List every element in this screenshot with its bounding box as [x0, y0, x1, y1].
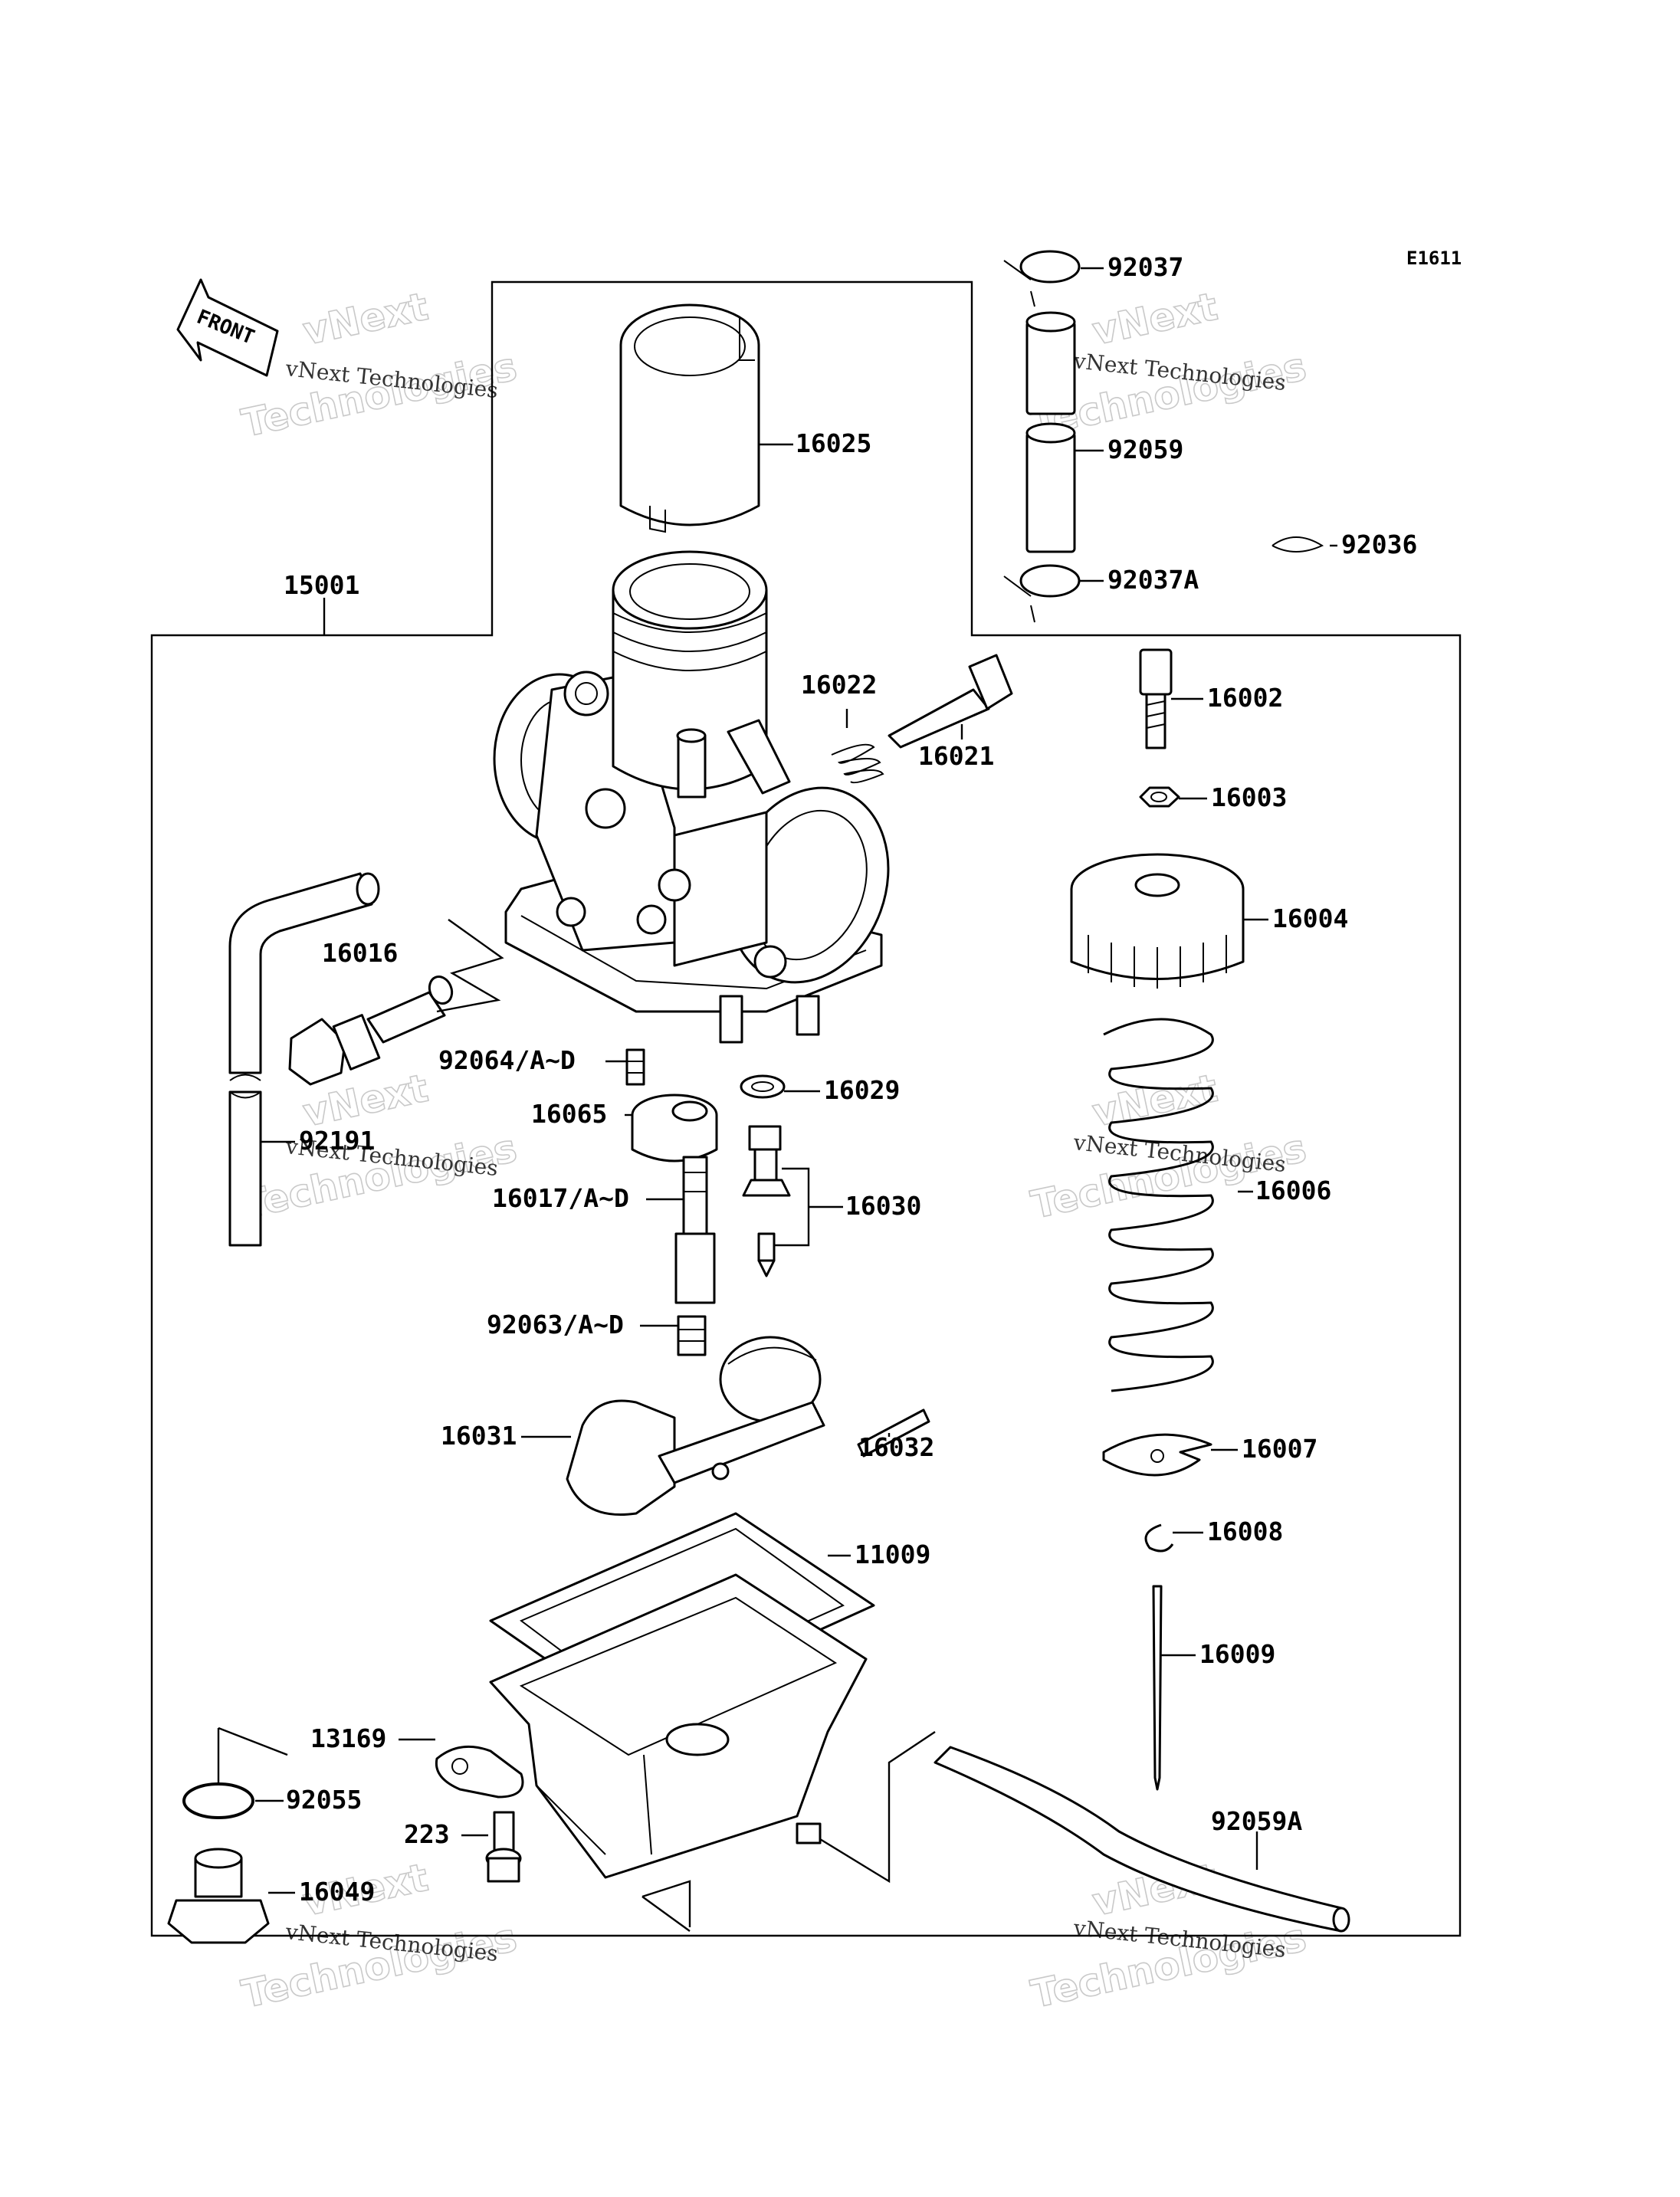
tube-92059: [1025, 311, 1076, 553]
label-223: 223: [404, 1819, 450, 1849]
assembly-outline: [150, 280, 1462, 1937]
part-labels: 92037 92059 92036 92037A 16025 15001 160…: [284, 252, 1417, 1907]
pilot-jet-92064: [625, 1048, 645, 1086]
label-16029: 16029: [824, 1075, 900, 1105]
diagram-code: E1611: [1406, 248, 1462, 269]
label-16002: 16002: [1207, 683, 1283, 713]
watermark-mid-left: vNext Technologies vNext Technologies: [238, 1065, 521, 1228]
clip-92037A: [1003, 564, 1081, 623]
overflow-tube-92059A: [934, 1746, 1350, 1933]
clip-92037: [1003, 250, 1081, 307]
label-16030: 16030: [845, 1191, 921, 1221]
label-16025: 16025: [796, 428, 871, 458]
label-16065: 16065: [531, 1099, 607, 1129]
label-92036: 92036: [1341, 530, 1417, 559]
spring-16022: [831, 743, 884, 784]
throttle-valve-16025: [619, 303, 760, 533]
cable-adjuster-16002: [1139, 648, 1173, 749]
label-92037A: 92037A: [1107, 565, 1199, 595]
float-16031: [566, 1336, 825, 1516]
label-15001: 15001: [284, 570, 359, 600]
label-92059: 92059: [1107, 434, 1183, 464]
watermark-text-large: vNext: [1088, 284, 1221, 354]
spring-16006: [1103, 1018, 1214, 1392]
label-16021: 16021: [918, 741, 994, 771]
label-92059A: 92059A: [1211, 1806, 1302, 1836]
pilot-screw-16016: [288, 976, 454, 1086]
label-11009: 11009: [855, 1540, 930, 1569]
watermark-top-left: vNext Technologies vNext Technologies: [238, 284, 521, 447]
clip-92036: [1271, 536, 1324, 553]
spring-seat-16007: [1102, 1433, 1212, 1477]
screw-223: [485, 1811, 522, 1883]
carburetor-body-15001: [493, 550, 890, 1044]
front-arrow: FRONT: [176, 278, 279, 377]
label-16022: 16022: [801, 670, 877, 700]
label-92064: 92064/A~D: [438, 1045, 576, 1075]
vent-tube-92191: [228, 872, 380, 1247]
plate-13169: [435, 1745, 524, 1799]
leader-lines: [217, 267, 1337, 1932]
drain-plug-16049: [167, 1848, 270, 1944]
label-92055: 92055: [286, 1785, 362, 1815]
label-16049: 16049: [299, 1877, 375, 1907]
jet-needle-16009: [1152, 1585, 1163, 1791]
label-16008: 16008: [1207, 1517, 1283, 1546]
main-jet-92063: [677, 1315, 707, 1356]
float-bowl: [489, 1573, 868, 1879]
label-16004: 16004: [1272, 903, 1348, 933]
watermark-text-large: vNext: [299, 284, 431, 354]
label-16016: 16016: [322, 938, 398, 968]
nut-16003: [1139, 786, 1180, 808]
clip-16008: [1144, 1523, 1174, 1553]
watermark-text-large: vNext: [1088, 1066, 1221, 1136]
adjust-screw-16021: [888, 654, 1013, 749]
float-valve-16030: [742, 1125, 791, 1277]
top-cap-16004: [1070, 853, 1245, 989]
needle-jet-16017: [674, 1156, 716, 1304]
label-92191: 92191: [299, 1126, 375, 1156]
label-13169: 13169: [310, 1723, 386, 1753]
label-92063: 92063/A~D: [487, 1310, 624, 1340]
label-16006: 16006: [1255, 1176, 1331, 1205]
label-16009: 16009: [1199, 1639, 1275, 1669]
float-pin-16032: [857, 1408, 930, 1458]
needle-jet-holder-16065: [631, 1094, 718, 1162]
label-92037: 92037: [1107, 252, 1183, 282]
label-16017: 16017/A~D: [492, 1183, 629, 1213]
label-16007: 16007: [1242, 1434, 1317, 1464]
label-16003: 16003: [1211, 782, 1287, 812]
washer-16029: [740, 1074, 786, 1099]
label-16032: 16032: [858, 1432, 934, 1462]
o-ring-92055: [182, 1782, 254, 1819]
label-16031: 16031: [441, 1421, 517, 1451]
